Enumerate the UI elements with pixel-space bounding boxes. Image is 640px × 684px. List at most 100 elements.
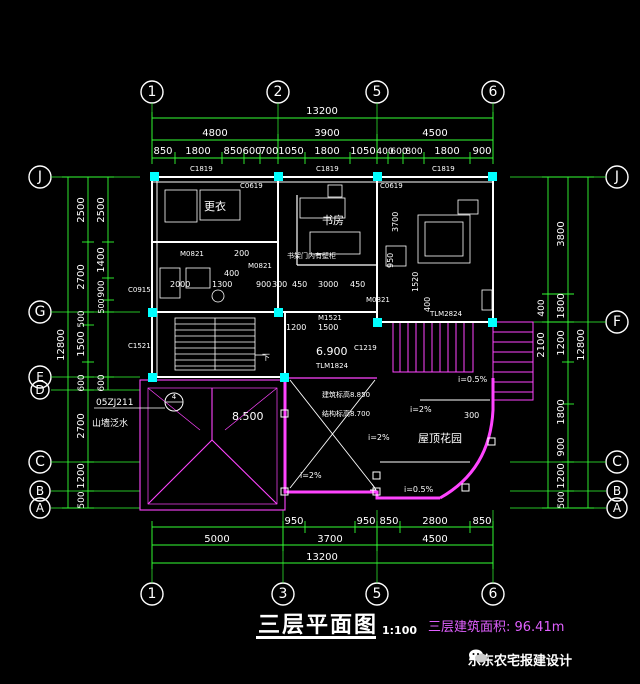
axis-right-C: C <box>612 454 622 470</box>
dim-left-500b: 500 <box>77 491 87 508</box>
left-dimension-lines <box>62 176 114 509</box>
axis-bottom-5: 5 <box>373 586 382 602</box>
dim-left-in-2500: 2500 <box>96 197 107 222</box>
pergola-hatch <box>392 321 534 401</box>
dim-right-900: 900 <box>556 437 567 456</box>
axis-left-A: A <box>36 501 45 515</box>
floor-level: 6.900 <box>316 345 348 358</box>
dim-bot-4500: 4500 <box>422 534 447 545</box>
dim-top-3900: 3900 <box>314 128 339 139</box>
dim-top-k: 800 <box>405 147 422 157</box>
axis-top-1: 1 <box>148 84 157 100</box>
dim-top-e: 700 <box>259 146 278 157</box>
idim-400b: 400 <box>423 297 432 312</box>
shelf-note: 书架门内有壁柜 <box>287 251 336 260</box>
furniture <box>159 184 493 311</box>
idim-400a: 400 <box>224 269 239 278</box>
dim-top-a: 850 <box>153 146 172 157</box>
dim-right-1200: 1200 <box>556 330 567 355</box>
ref-code: 05ZJ211 <box>96 398 133 408</box>
idim-450b: 450 <box>350 280 365 289</box>
detail-callout <box>94 392 184 412</box>
watermark-text: 乐东农宅报建设计 <box>468 653 573 669</box>
axis-right-B: B <box>613 484 621 498</box>
axis-right-A: A <box>613 501 622 515</box>
dim-left-500: 500 <box>77 310 87 327</box>
top-dimension-lines <box>151 112 494 164</box>
window-c0619-a: C0619 <box>240 182 263 190</box>
dim-left-in-900: 900 <box>97 280 107 297</box>
dim-bot-3700: 3700 <box>317 534 342 545</box>
door-m0821-b: M0821 <box>248 262 272 270</box>
plan-scale: 1:100 <box>382 624 418 637</box>
dim-right-3800: 3800 <box>556 221 567 246</box>
idim-450a: 450 <box>292 280 307 289</box>
dim-bot-950b: 950 <box>356 516 375 527</box>
dim-bot-2800: 2800 <box>422 516 447 527</box>
axis-top-5: 5 <box>373 84 382 100</box>
dim-top-j: 600 <box>390 147 407 157</box>
dim-top-h: 1050 <box>350 146 375 157</box>
slope-note-2: i=2% <box>410 405 432 414</box>
level-note-1: 建筑标高8.850 <box>322 390 370 399</box>
dim-left-1200: 1200 <box>76 463 87 488</box>
dim-top-g: 1800 <box>314 146 339 157</box>
dim-right-1800: 1800 <box>556 293 567 318</box>
window-c1219: C1219 <box>354 344 377 352</box>
dim-top-m: 900 <box>472 146 491 157</box>
dim-top-i: 400 <box>376 147 393 157</box>
post-markers <box>280 409 496 496</box>
wechat-icon <box>469 649 487 663</box>
plan-title-underline <box>256 636 376 639</box>
room-study: 书房 <box>322 214 344 227</box>
dim-left-2700: 2700 <box>76 264 87 289</box>
dim-right-total: 12800 <box>576 329 587 361</box>
dim-bot-850b: 850 <box>472 516 491 527</box>
slope-note-5: i=0.5% <box>404 485 434 494</box>
ref-number: 4 <box>172 393 177 401</box>
idim-2000: 2000 <box>170 280 190 289</box>
axis-left-C: C <box>35 454 45 470</box>
axis-left-G: G <box>35 304 46 320</box>
axis-right-J: J <box>614 169 619 185</box>
idim-950: 950 <box>386 253 395 268</box>
window-c0915: C0915 <box>128 286 151 294</box>
idim-1300: 1300 <box>212 280 232 289</box>
drainage-note: 山墙泛水 <box>92 417 128 429</box>
roof-terrace <box>283 377 495 500</box>
dim-top-f: 1050 <box>278 146 303 157</box>
door-tlm1824: TLM1824 <box>315 362 349 370</box>
window-c1819-a: C1819 <box>190 165 213 173</box>
dim-top-b: 1800 <box>185 146 210 157</box>
dim-bot-850a: 850 <box>379 516 398 527</box>
dim-top-4800: 4800 <box>202 128 227 139</box>
door-m0821-a: M0821 <box>180 250 204 258</box>
idim-1500: 1500 <box>318 323 338 332</box>
window-c1521: C1521 <box>128 342 151 350</box>
roof-level: 8.500 <box>232 410 264 423</box>
idim-1200: 1200 <box>286 323 306 332</box>
dim-left-in-500: 500 <box>97 298 106 313</box>
axis-bottom-1: 1 <box>148 586 157 602</box>
window-c0619-b: C0619 <box>380 182 403 190</box>
lower-roof <box>139 379 286 511</box>
dim-left-2700b: 2700 <box>76 413 87 438</box>
slope-note-4: i=2% <box>300 471 322 480</box>
idim-900: 900 <box>256 280 271 289</box>
dim-top-4500: 4500 <box>422 128 447 139</box>
axis-left-B: B <box>36 484 44 498</box>
axis-left-J: J <box>37 169 42 185</box>
window-c1819-b: C1819 <box>316 165 339 173</box>
dim-right-in-400: 400 <box>537 299 547 316</box>
door-m1521: M1521 <box>318 314 342 322</box>
idim-1520: 1520 <box>411 272 420 292</box>
dim-left-2500: 2500 <box>76 197 87 222</box>
axis-top-2: 2 <box>274 84 283 100</box>
dim-bot-total: 13200 <box>306 552 338 563</box>
columns <box>148 172 497 382</box>
dim-right-1200b: 1200 <box>556 463 567 488</box>
dim-left-in-600: 600 <box>97 374 107 391</box>
slope-arrows <box>289 379 490 491</box>
